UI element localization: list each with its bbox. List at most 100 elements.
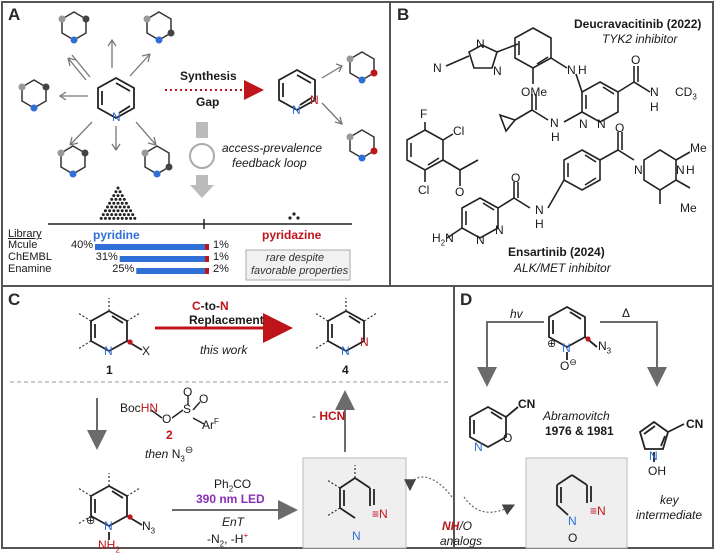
n-oxide-n: N — [562, 341, 571, 355]
intermediate-d-n: N — [568, 514, 577, 528]
pyridazine-percent: 1% — [213, 251, 229, 263]
prevalence-dot — [116, 194, 120, 198]
pyridine-n-oxide-azide-structure — [548, 305, 598, 360]
ring-opened-intermediate-d — [556, 474, 592, 516]
pyridazine-bar — [205, 268, 209, 274]
compound-4-n-red: N — [360, 335, 369, 349]
photolysis-arrow — [477, 321, 544, 387]
hv-label: hv — [510, 307, 523, 321]
prevalence-dot — [112, 201, 116, 205]
prevalence-dot — [122, 197, 126, 201]
prevalence-dot — [120, 201, 124, 205]
prevalence-dot — [118, 197, 122, 201]
panel-b-letter: B — [397, 5, 410, 24]
pyridine-structure — [97, 76, 135, 120]
prevalence-dot — [103, 216, 107, 220]
intermediate-label: intermediate — [636, 508, 703, 522]
pyridazine-n2-atom: N — [310, 93, 319, 107]
aminopyridinium-dashed-substituents — [77, 473, 141, 525]
chloro-1: Cl — [453, 124, 465, 138]
prevalence-dot — [103, 209, 107, 213]
derivative-arrows — [58, 38, 157, 152]
then-azide: then N3⊖ — [145, 445, 194, 464]
cd3-group: CD3 — [675, 85, 697, 102]
prevalence-dot — [106, 205, 109, 209]
oxazine-product-structure — [469, 405, 519, 449]
library-bars — [95, 244, 209, 274]
intermediate-d-nitrile: ≡N — [590, 504, 606, 518]
pyridine-prevalence-dots — [99, 186, 137, 220]
key-label: key — [660, 493, 679, 507]
reagent-boc-hn: BocHN — [120, 401, 159, 415]
drug1-name: Deucravacitinib (2022) — [574, 17, 702, 31]
intermediate-n: N — [352, 529, 361, 543]
positive-charge-icon: ⊕ — [86, 515, 96, 527]
prevalence-dot — [116, 216, 120, 220]
minus-hcn: - HCN — [312, 409, 346, 423]
thermolysis-arrow — [600, 321, 667, 387]
radical-dots — [127, 336, 591, 520]
piperazine-amide-o: O — [615, 121, 625, 135]
ent-label: EnT — [222, 515, 245, 529]
oxazine-o: O — [503, 431, 513, 445]
prevalence-dot — [99, 216, 103, 220]
pyrrole-oh: OH — [648, 464, 666, 478]
pyridazine-n1-atom: N — [292, 103, 301, 117]
oxazine-n: N — [474, 440, 483, 454]
aniline-n: N — [567, 63, 576, 77]
c-to-n-title: C-to-N — [192, 299, 229, 313]
pyridazine-n-b1: N — [597, 117, 606, 131]
ether-o: O — [455, 185, 465, 199]
amide-o-top: O — [631, 53, 641, 67]
prevalence-dot — [114, 197, 118, 201]
derivative-substituents — [18, 15, 378, 178]
intermediate-dashed-substituents — [326, 465, 356, 517]
delta-label: Δ — [622, 306, 631, 320]
pyridazine-label: pyridazine — [262, 228, 322, 242]
prevalence-dot — [110, 197, 114, 201]
panel-c-letter: C — [8, 290, 21, 309]
intermediate-box-d — [525, 457, 628, 549]
methyl-2: Me — [680, 201, 697, 215]
prevalence-dot — [124, 209, 128, 213]
amino-nh2: NH2 — [98, 538, 120, 554]
amide-h-cd3: H — [650, 100, 659, 114]
ring-opened-intermediate-c — [339, 477, 375, 519]
cyclopropyl-amide-n: N — [550, 116, 559, 130]
methyl-1: Me — [690, 141, 707, 155]
oxazine-cn: CN — [518, 397, 536, 411]
prevalence-dot — [116, 209, 120, 213]
library-name: Enamine — [8, 263, 52, 275]
compound-4-label: 4 — [342, 363, 349, 377]
intermediate-d-o: O — [568, 531, 578, 545]
drug2-name: Ensartinib (2024) — [508, 245, 605, 259]
pyridine-n-atom: N — [112, 110, 121, 124]
amide-h-2: H — [535, 217, 544, 231]
prevalence-dot — [120, 194, 124, 198]
pyrrole-n: N — [649, 449, 658, 463]
pyridine-percent: 40% — [71, 239, 94, 251]
methoxy: OMe — [521, 85, 548, 99]
n-oxide-plus-icon: ⊕ — [547, 338, 557, 350]
pyridazine-bar — [205, 244, 209, 250]
compound-1-label: 1 — [106, 363, 113, 377]
prevalence-dot — [122, 205, 126, 209]
triazole-n2: N — [493, 64, 502, 78]
pyrrole-cn: CN — [686, 417, 704, 431]
prevalence-dot — [118, 213, 122, 217]
prevalence-dot — [110, 205, 114, 209]
azide-n3: N3 — [142, 519, 156, 536]
prevalence-dot — [120, 216, 124, 220]
prevalence-dot — [106, 213, 109, 217]
library-name: Mcule — [8, 239, 38, 251]
panel-a-border — [1, 1, 391, 287]
pyridazine-percent: 1% — [213, 239, 229, 251]
reagent-o1: O — [183, 385, 193, 399]
prevalence-dot — [127, 213, 130, 217]
pyridazine-n-b4: N — [495, 223, 504, 237]
compound-4-n-blue: N — [341, 344, 350, 358]
pyridazine-arrows — [321, 63, 343, 125]
gap-label: Gap — [196, 95, 220, 109]
triazole-methyl-n: N — [433, 61, 442, 75]
